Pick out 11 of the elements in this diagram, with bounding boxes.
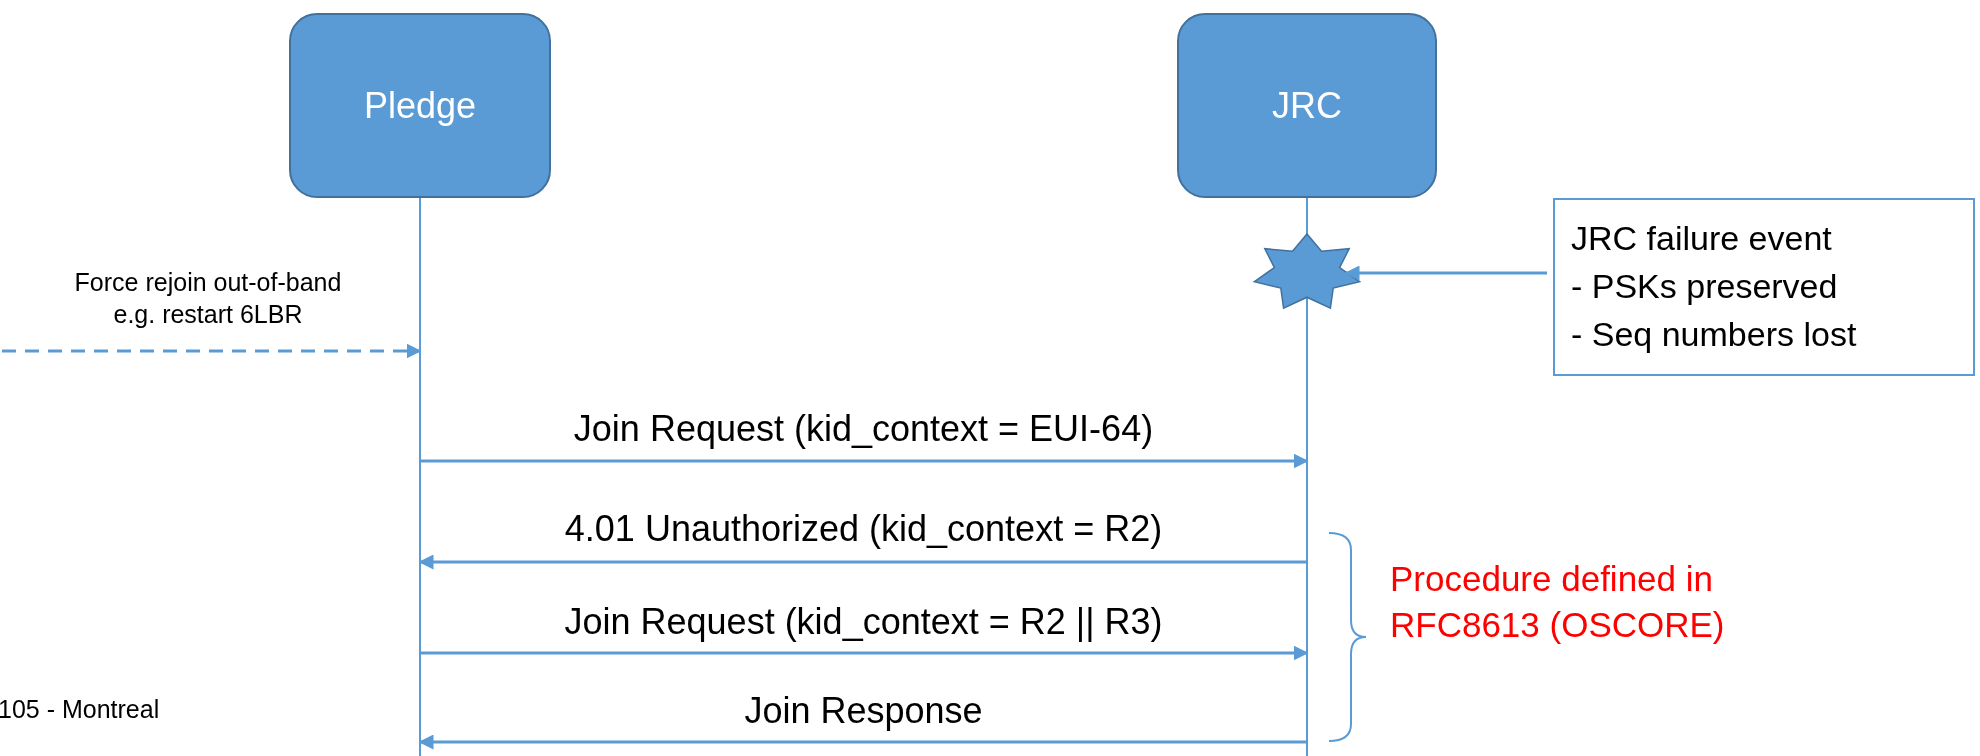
arrow bbox=[418, 554, 1307, 570]
note-text: JRC failure event bbox=[1571, 218, 1833, 259]
note-text: - PSKs preserved bbox=[1571, 266, 1839, 307]
participant-box: Pledge bbox=[289, 13, 551, 198]
arrow bbox=[420, 645, 1309, 661]
arrow bbox=[2, 343, 422, 359]
arrow bbox=[418, 734, 1307, 750]
note-box bbox=[1553, 198, 1975, 376]
note-text: - Seq numbers lost bbox=[1571, 314, 1858, 355]
participant-box: JRC bbox=[1177, 13, 1437, 198]
arrow bbox=[420, 453, 1309, 469]
